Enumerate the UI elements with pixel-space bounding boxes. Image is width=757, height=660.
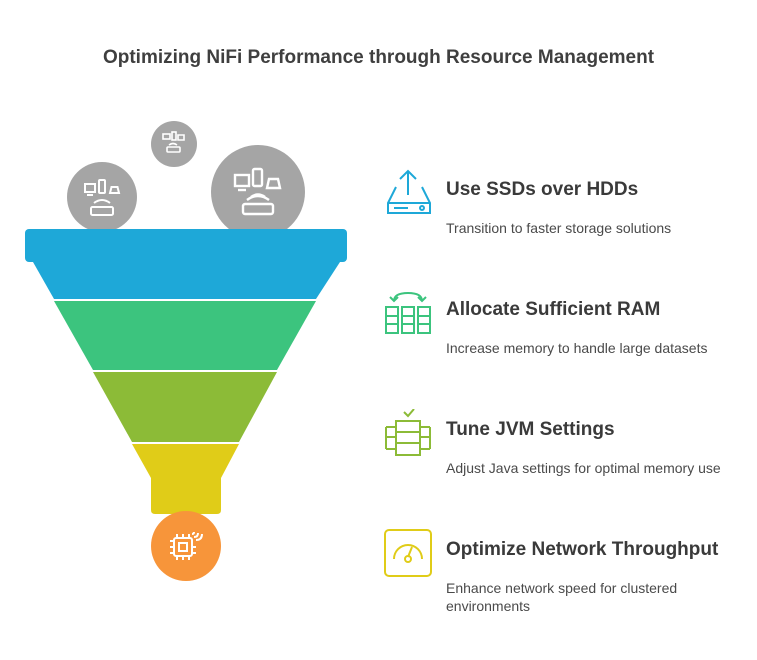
item-heading: Use SSDs over HDDs — [446, 179, 639, 200]
cpu-wireless-icon — [170, 531, 203, 560]
server-stack-icon — [385, 409, 431, 456]
item-description: Increase memory to handle large datasets — [446, 340, 708, 356]
network-devices-bubble-large — [211, 145, 305, 239]
upload-drive-icon — [387, 169, 431, 214]
memory-blocks-icon — [385, 291, 431, 334]
network-devices-bubble-left — [67, 162, 137, 232]
item-description: Enhance network speed for clustered envi… — [446, 580, 678, 614]
speed-gauge-icon — [384, 529, 432, 577]
item-heading: Tune JVM Settings — [446, 419, 615, 440]
network-devices-icon — [84, 179, 121, 216]
network-devices-icon — [233, 167, 282, 216]
item-heading: Optimize Network Throughput — [446, 539, 719, 560]
item-description: Transition to faster storage solutions — [446, 220, 672, 236]
funnel-band-memory — [54, 301, 316, 370]
network-devices-bubble-small — [151, 121, 197, 167]
network-devices-icon — [162, 131, 185, 153]
item-description: Adjust Java settings for optimal memory … — [446, 460, 721, 476]
funnel-band-storage — [33, 262, 340, 299]
funnel — [25, 229, 347, 514]
funnel-band-jvm — [93, 372, 277, 442]
item-heading: Allocate Sufficient RAM — [446, 299, 661, 320]
funnel-rim — [25, 229, 347, 262]
funnel-band-network — [132, 444, 239, 514]
page-title: Optimizing NiFi Performance through Reso… — [102, 47, 655, 68]
output-processor-node — [151, 511, 221, 581]
